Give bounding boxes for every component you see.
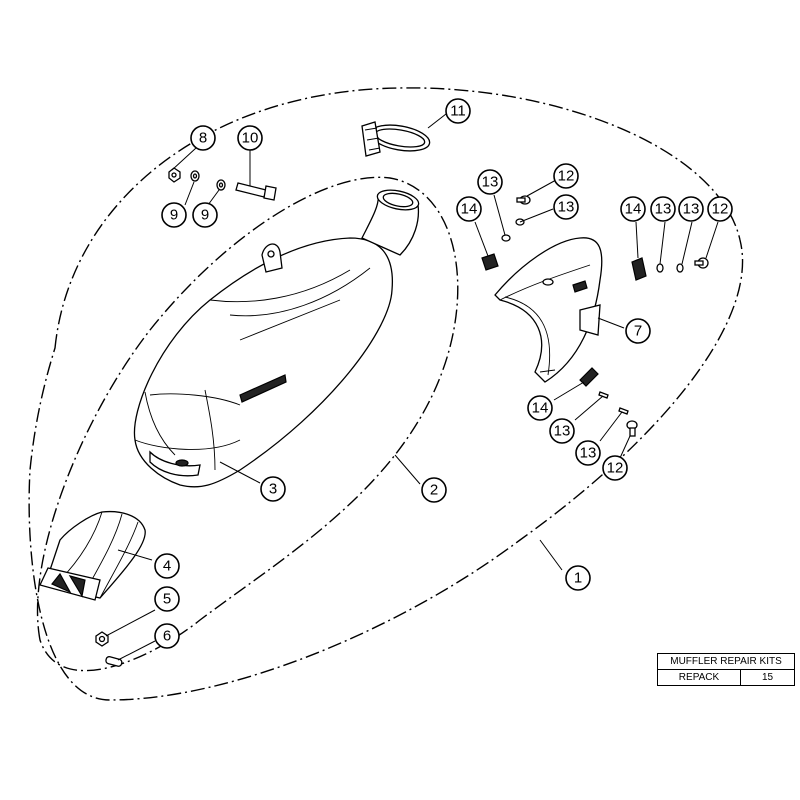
clip-nuts [481, 253, 647, 387]
callout-13f: 13 [575, 440, 601, 466]
callout-3: 3 [260, 476, 286, 502]
kit-number-cell: 15 [740, 669, 795, 686]
callout-label-11: 11 [450, 103, 466, 120]
callout-label-14b: 14 [625, 201, 642, 218]
callout-8: 8 [190, 125, 216, 151]
callout-label-13c: 13 [655, 201, 672, 218]
callout-1: 1 [565, 565, 591, 591]
callout-label-13e: 13 [554, 423, 571, 440]
rivet-part [105, 656, 123, 667]
assembly-boundary-inner [36, 176, 459, 672]
end-cap [39, 510, 146, 601]
callout-5: 5 [154, 586, 180, 612]
table-row: REPACK 15 [657, 669, 795, 686]
callout-4: 4 [154, 553, 180, 579]
callout-label-14a: 14 [461, 201, 478, 218]
callout-label-5: 5 [163, 591, 171, 608]
callout-12c: 12 [602, 455, 628, 481]
callout-label-12b: 12 [712, 201, 729, 218]
callout-14b: 14 [620, 196, 646, 222]
callout-label-13b: 13 [558, 199, 575, 216]
muffler-body [133, 189, 420, 488]
callout-label-4: 4 [163, 558, 171, 575]
callout-13c: 13 [650, 196, 676, 222]
callout-2: 2 [421, 477, 447, 503]
callout-6: 6 [154, 623, 180, 649]
callout-9a: 9 [161, 202, 187, 228]
callout-label-12a: 12 [558, 168, 575, 185]
callout-13a: 13 [477, 169, 503, 195]
heat-shield [494, 237, 603, 383]
callout-label-2: 2 [430, 482, 438, 499]
callout-label-1: 1 [574, 570, 582, 587]
callout-13b: 13 [553, 194, 579, 220]
washer-pair [190, 170, 226, 191]
callout-10: 10 [237, 125, 263, 151]
spacer-washers [501, 218, 684, 415]
pipe-clamp [361, 121, 431, 157]
callout-label-12c: 12 [607, 460, 624, 477]
callout-label-3: 3 [269, 481, 277, 498]
callout-label-9a: 9 [170, 207, 178, 224]
callout-label-9b: 9 [201, 207, 209, 224]
flange-nut [168, 167, 181, 183]
repair-kit-table: MUFFLER REPAIR KITS REPACK 15 [657, 653, 795, 686]
bolt-part [235, 182, 277, 201]
callout-label-13a: 13 [482, 174, 499, 191]
callout-14c: 14 [527, 395, 553, 421]
assembly-boundary-outer [28, 87, 744, 701]
callout-label-10: 10 [242, 130, 259, 147]
callout-14a: 14 [456, 196, 482, 222]
callout-11: 11 [445, 98, 471, 124]
callout-12a: 12 [553, 163, 579, 189]
callout-7: 7 [625, 318, 651, 344]
callout-label-13f: 13 [580, 445, 597, 462]
kit-table-title-row: MUFFLER REPAIR KITS [657, 653, 795, 670]
callout-label-14c: 14 [532, 400, 549, 417]
callout-label-7: 7 [634, 323, 642, 340]
callout-label-13d: 13 [683, 201, 700, 218]
callout-12b: 12 [707, 196, 733, 222]
callout-9b: 9 [192, 202, 218, 228]
screw-lower [626, 420, 638, 437]
nut-part [95, 631, 109, 647]
callout-label-8: 8 [199, 130, 207, 147]
callout-13e: 13 [549, 418, 575, 444]
screw-upper [516, 195, 531, 205]
screw-right [694, 257, 709, 269]
callout-label-6: 6 [163, 628, 171, 645]
callout-13d: 13 [678, 196, 704, 222]
kit-name-cell: REPACK [657, 669, 741, 686]
kit-table-title: MUFFLER REPAIR KITS [657, 653, 795, 670]
leader-lines [105, 113, 719, 661]
